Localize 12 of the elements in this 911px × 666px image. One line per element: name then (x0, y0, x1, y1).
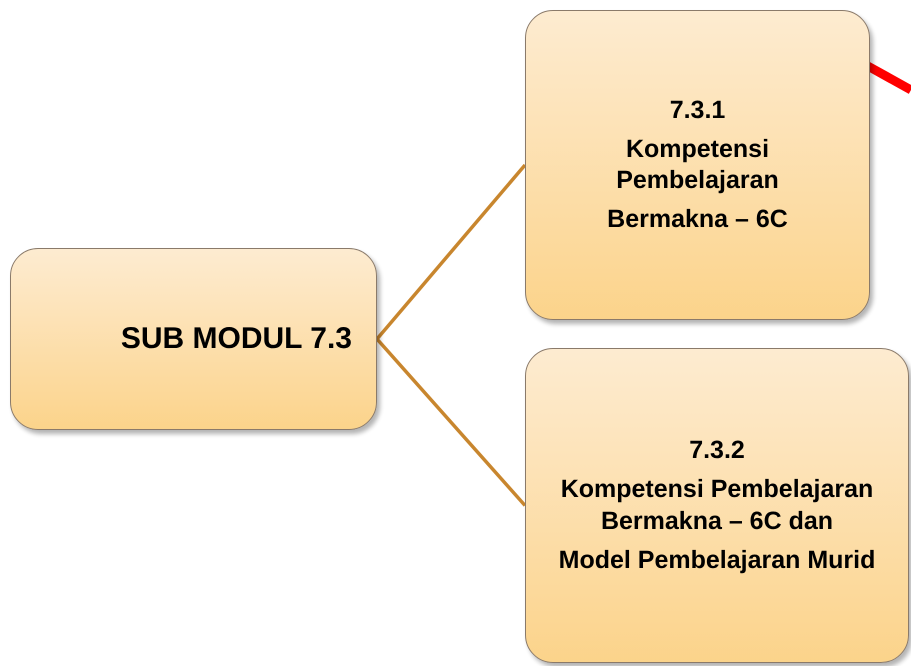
box-text: 7.3.1 (670, 94, 726, 126)
box-text: Kompetensi Pembelajaran Bermakna – 6C dan (560, 474, 874, 536)
box-text: Bermakna – 6C (607, 204, 788, 236)
topic-box (10, 248, 377, 430)
box-text: SUB MODUL 7.3 (120, 321, 352, 358)
topic-box (525, 348, 909, 663)
box-text: Model Pembelajaran Murid (558, 544, 876, 576)
box-text: Kompetensi Pembelajaran (615, 134, 780, 196)
box-text: 7.3.2 (689, 435, 745, 466)
connector-line (376, 164, 526, 340)
topic-box (525, 10, 870, 320)
connector-line (376, 338, 526, 507)
